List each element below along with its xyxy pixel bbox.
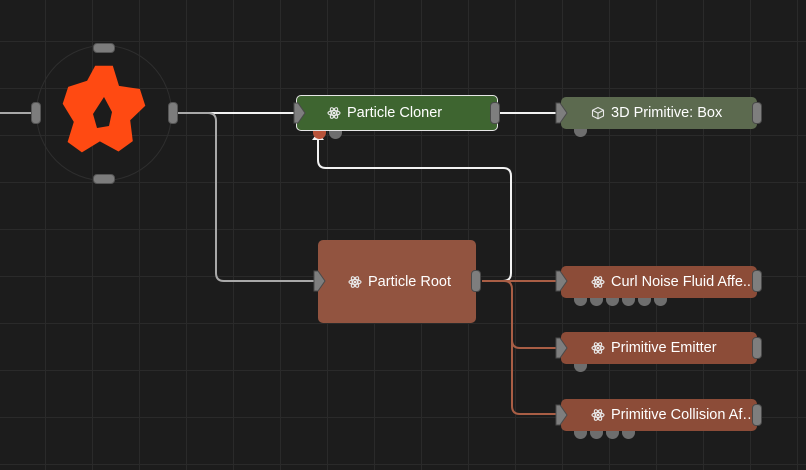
box-output-port[interactable] xyxy=(752,102,762,124)
atom-icon xyxy=(591,342,605,354)
sub-port[interactable] xyxy=(622,431,635,439)
atom-icon xyxy=(591,276,605,288)
sub-port[interactable] xyxy=(574,298,587,306)
sub-port[interactable] xyxy=(590,431,603,439)
curl-noise-node[interactable]: Curl Noise Fluid Affe... xyxy=(561,266,757,298)
particle-root-input-port[interactable] xyxy=(313,270,327,292)
box-sub-ports xyxy=(574,129,587,137)
cloner-sub-ports xyxy=(313,131,342,139)
sub-port[interactable] xyxy=(329,131,342,139)
node-label: Curl Noise Fluid Affe... xyxy=(611,274,755,290)
wire-root-to-particle-root xyxy=(178,112,318,282)
sub-port[interactable] xyxy=(622,298,635,306)
sub-port[interactable] xyxy=(606,431,619,439)
sub-port[interactable] xyxy=(654,298,667,306)
root-top-handle[interactable] xyxy=(93,43,115,53)
node-label: 3D Primitive: Box xyxy=(611,105,723,121)
sub-port[interactable] xyxy=(313,131,326,139)
node-label: Primitive Emitter xyxy=(611,340,717,356)
node-label: Primitive Collision Aff... xyxy=(611,407,757,423)
particle-root-output-port[interactable] xyxy=(471,270,481,292)
cloner-input-port[interactable] xyxy=(293,102,307,124)
particle-cloner-node[interactable]: Particle Cloner xyxy=(296,95,498,131)
atom-icon xyxy=(348,275,362,288)
box-input-port[interactable] xyxy=(555,102,569,124)
primitive-emitter-output-port[interactable] xyxy=(752,337,762,359)
atom-icon xyxy=(591,409,605,421)
wire-particle-root-to-emitter xyxy=(503,280,562,349)
primitive-collision-output-port[interactable] xyxy=(752,404,762,426)
curl-noise-sub-ports xyxy=(574,298,667,306)
cube-icon xyxy=(591,106,605,120)
primitive-emitter-node[interactable]: Primitive Emitter xyxy=(561,332,757,364)
curl-noise-output-port[interactable] xyxy=(752,270,762,292)
root-output-port[interactable] xyxy=(168,102,178,124)
root-bottom-handle[interactable] xyxy=(93,174,115,184)
root-left-port[interactable] xyxy=(31,102,41,124)
primitive-emitter-input-port[interactable] xyxy=(555,337,569,359)
box-primitive-node[interactable]: 3D Primitive: Box xyxy=(561,97,757,129)
sub-port[interactable] xyxy=(574,364,587,372)
cloner-output-port[interactable] xyxy=(490,102,500,124)
sub-port[interactable] xyxy=(590,298,603,306)
primitive-emitter-sub-ports xyxy=(574,364,587,372)
node-label: Particle Root xyxy=(368,273,452,290)
particle-root-node[interactable]: Particle Root xyxy=(318,240,476,323)
app-logo-icon[interactable] xyxy=(50,62,158,170)
atom-icon xyxy=(327,107,341,119)
sub-port[interactable] xyxy=(606,298,619,306)
node-label: Particle Cloner xyxy=(347,105,443,121)
primitive-collision-node[interactable]: Primitive Collision Aff... xyxy=(561,399,757,431)
sub-port[interactable] xyxy=(574,431,587,439)
curl-noise-input-port[interactable] xyxy=(555,270,569,292)
sub-port[interactable] xyxy=(638,298,651,306)
primitive-collision-sub-ports xyxy=(574,431,635,439)
primitive-collision-input-port[interactable] xyxy=(555,404,569,426)
sub-port[interactable] xyxy=(574,129,587,137)
